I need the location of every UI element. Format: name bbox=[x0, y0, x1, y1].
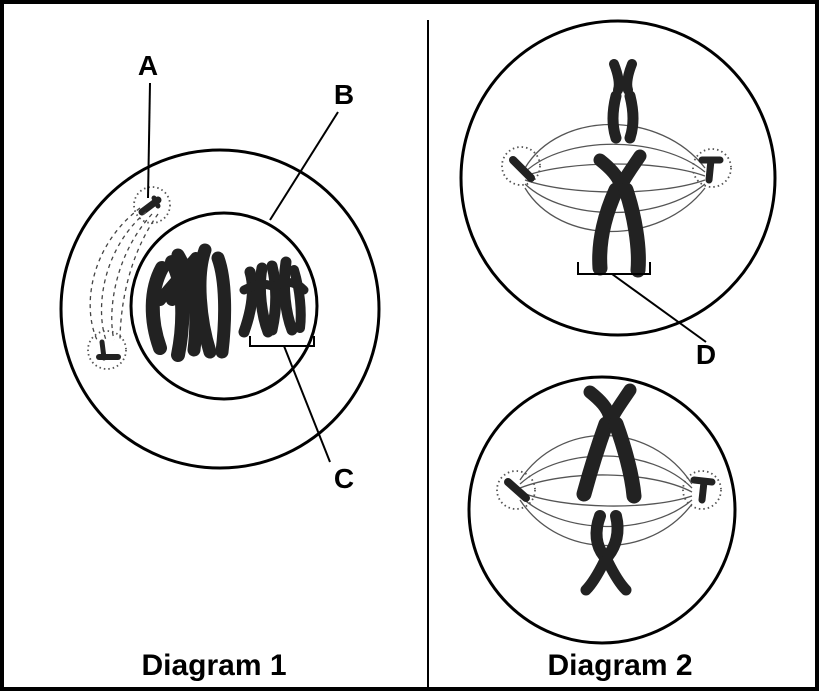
leader-line-b bbox=[269, 111, 339, 221]
diagram-2-bottom-cell: Diagram 2 bbox=[467, 375, 737, 682]
cell-membrane-2b bbox=[467, 375, 737, 645]
caption-diagram-1: Diagram 1 bbox=[141, 649, 286, 682]
leader-line-c bbox=[283, 345, 331, 463]
caption-diagram-2: Diagram 2 bbox=[547, 649, 692, 682]
leader-line-a bbox=[147, 82, 151, 199]
centriole-2a-right bbox=[692, 148, 732, 188]
chromosome-large-2b bbox=[576, 383, 642, 504]
leader-line-d bbox=[611, 273, 707, 343]
chromosome-large-2a bbox=[592, 149, 647, 278]
spindle-fibers-bottom bbox=[519, 434, 693, 547]
label-d: D bbox=[696, 339, 716, 370]
centriole-2b-left bbox=[496, 470, 536, 510]
label-a: A bbox=[138, 50, 158, 81]
label-c: C bbox=[334, 463, 354, 494]
chromosome-small-2a bbox=[607, 59, 639, 144]
centriole-2a-left bbox=[501, 146, 541, 186]
chromosomes-large bbox=[145, 243, 232, 362]
bracket-d bbox=[577, 262, 651, 275]
centriole-bottom bbox=[87, 330, 127, 370]
forming-spindle-fibers bbox=[89, 207, 159, 343]
chromosomes-small bbox=[238, 256, 309, 338]
chromosome-small-2b bbox=[580, 510, 632, 596]
diagram-1-cell: A B C Diagram 1 bbox=[59, 50, 381, 682]
label-b: B bbox=[334, 79, 354, 110]
diagram-2-top-cell: D bbox=[459, 19, 777, 370]
centriole-2b-right bbox=[682, 470, 722, 510]
bracket-c bbox=[249, 336, 315, 347]
